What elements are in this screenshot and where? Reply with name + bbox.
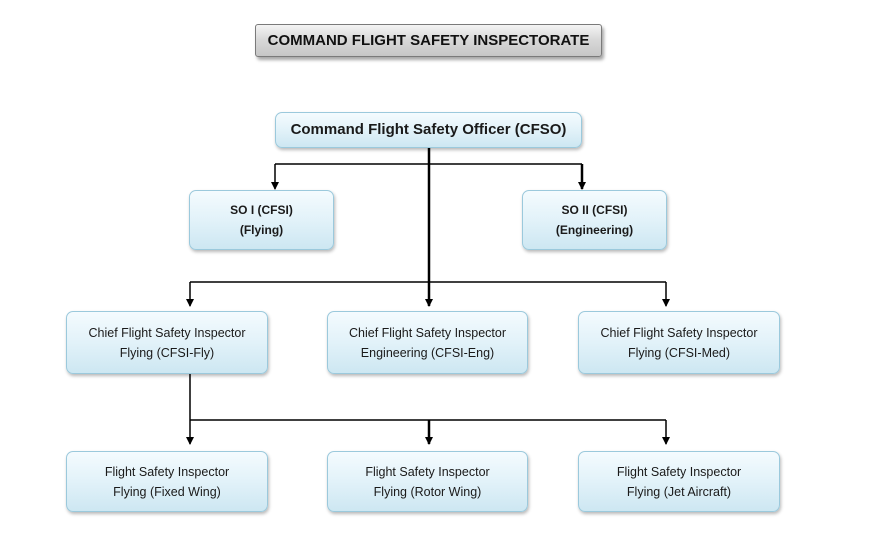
chief-inspector-fly-node: Chief Flight Safety Inspector Flying (CF… <box>66 311 268 374</box>
fsi1-line1: Flight Safety Inspector <box>104 464 230 479</box>
chart-title: COMMAND FLIGHT SAFETY INSPECTORATE <box>255 24 602 57</box>
fsi-fixed-wing-node: Flight Safety Inspector Flying (Fixed Wi… <box>66 451 268 512</box>
so1-line2: (Flying) <box>239 223 284 237</box>
chief-inspector-eng-node: Chief Flight Safety Inspector Engineerin… <box>327 311 528 374</box>
fsi3-line1: Flight Safety Inspector <box>616 464 742 479</box>
chief1-line2: Flying (CFSI-Fly) <box>119 345 215 360</box>
fsi-rotor-wing-node: Flight Safety Inspector Flying (Rotor Wi… <box>327 451 528 512</box>
fsi3-line2: Flying (Jet Aircraft) <box>626 484 732 499</box>
chief2-line2: Engineering (CFSI-Eng) <box>360 345 495 360</box>
fsi2-line1: Flight Safety Inspector <box>365 464 490 479</box>
fsi-jet-aircraft-node: Flight Safety Inspector Flying (Jet Airc… <box>578 451 780 512</box>
cfso-node: Command Flight Safety Officer (CFSO) <box>275 112 582 148</box>
so2-node: SO II (CFSI) (Engineering) <box>522 190 667 250</box>
chief-inspector-med-node: Chief Flight Safety Inspector Flying (CF… <box>578 311 780 374</box>
cfso-label: Command Flight Safety Officer (CFSO) <box>290 121 567 138</box>
fsi2-line2: Flying (Rotor Wing) <box>373 484 482 499</box>
so1-line1: SO I (CFSI) <box>230 203 293 217</box>
so1-node: SO I (CFSI) (Flying) <box>189 190 334 250</box>
so2-line2: (Engineering) <box>555 223 634 237</box>
chief3-line1: Chief Flight Safety Inspector <box>600 325 758 340</box>
fsi1-line2: Flying (Fixed Wing) <box>113 484 221 499</box>
so2-line1: SO II (CFSI) <box>561 203 628 217</box>
chief2-line1: Chief Flight Safety Inspector <box>348 325 507 340</box>
chief3-line2: Flying (CFSI-Med) <box>627 345 731 360</box>
chief1-line1: Chief Flight Safety Inspector <box>88 325 246 340</box>
